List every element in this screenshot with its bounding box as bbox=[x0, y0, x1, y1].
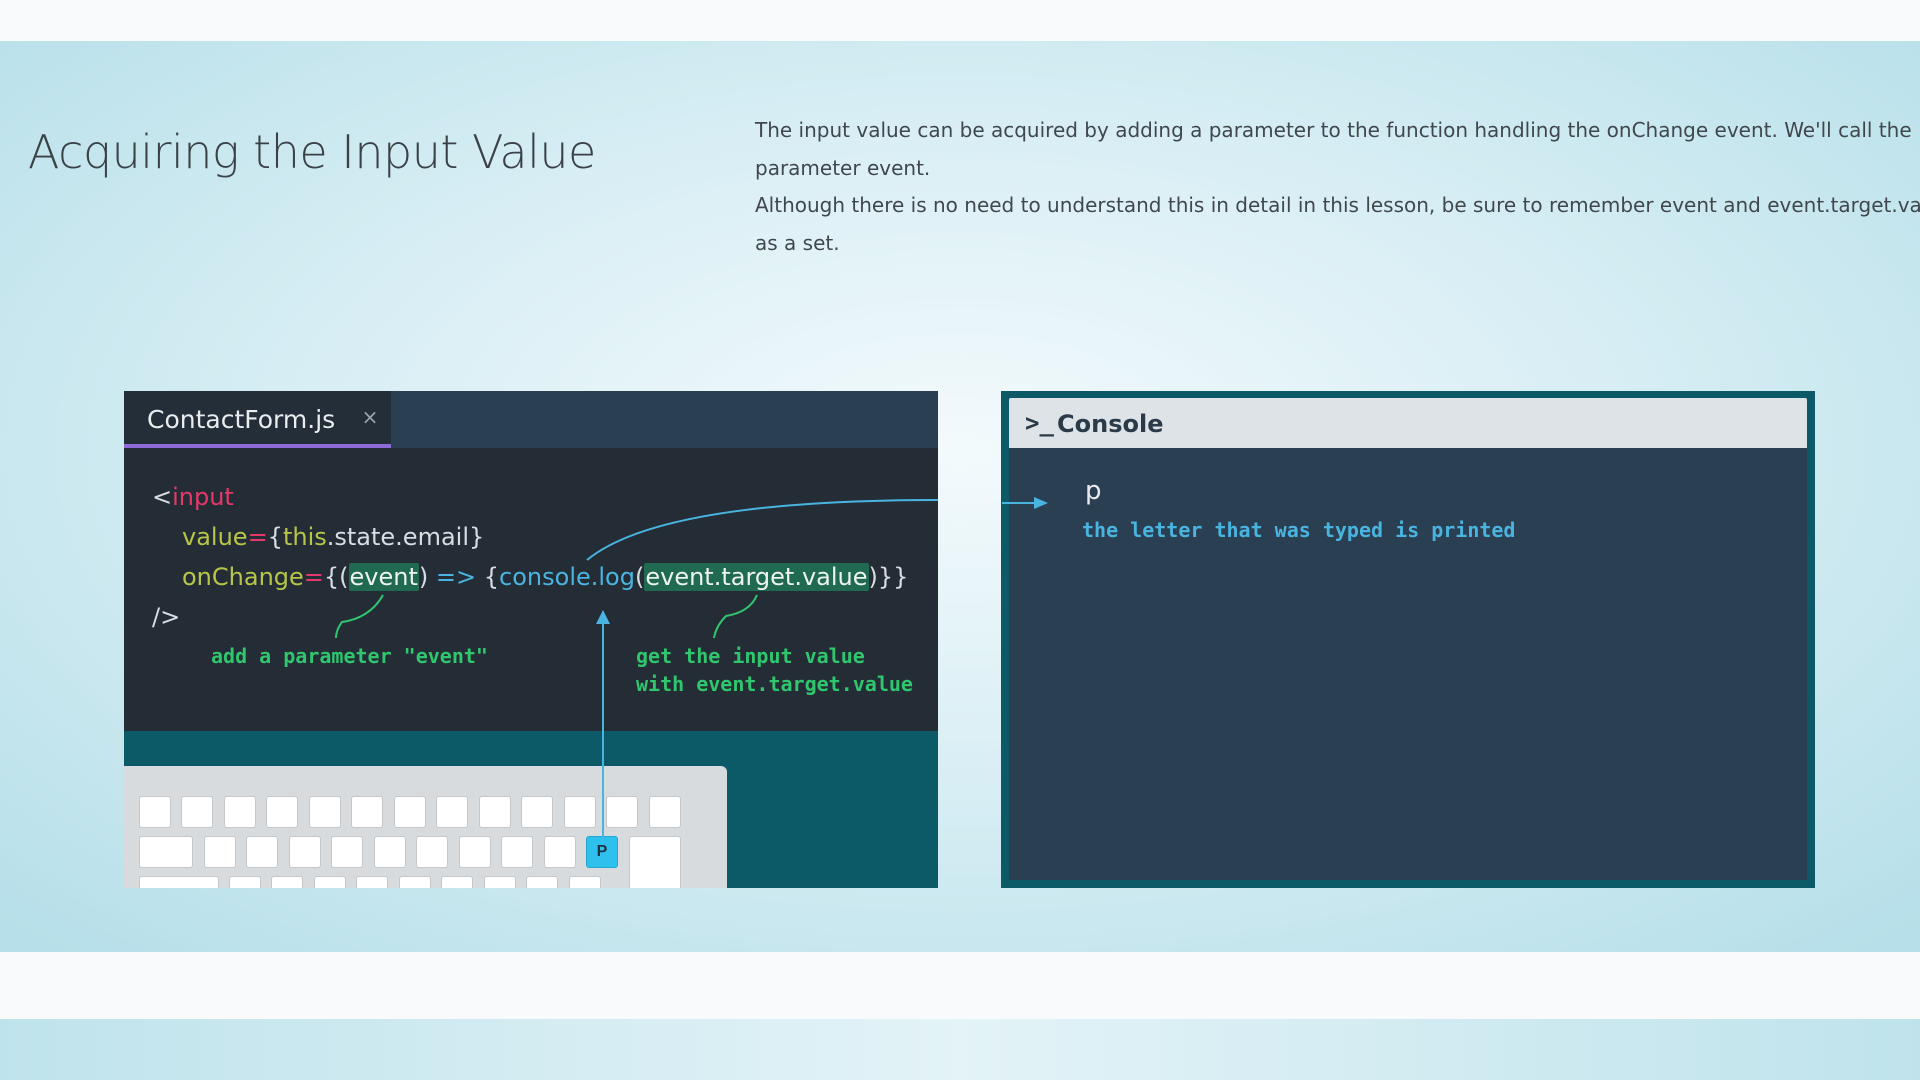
key bbox=[331, 836, 363, 868]
enter-key bbox=[629, 836, 681, 888]
key bbox=[521, 796, 553, 828]
code-token: < bbox=[152, 483, 173, 511]
key bbox=[229, 876, 261, 888]
key bbox=[266, 796, 298, 828]
page-title: Acquiring the Input Value bbox=[28, 125, 596, 179]
slide-description: The input value can be acquired by addin… bbox=[755, 112, 1920, 262]
note-letter-printed: the letter that was typed is printed bbox=[1082, 518, 1516, 542]
key bbox=[399, 876, 431, 888]
key bbox=[484, 876, 516, 888]
key bbox=[356, 876, 388, 888]
key bbox=[441, 876, 473, 888]
note-add-parameter: add a parameter "event" bbox=[211, 644, 488, 668]
bottom-margin bbox=[0, 952, 1920, 1019]
highlighted-event-param: event bbox=[348, 563, 419, 591]
code-line: /> bbox=[152, 603, 180, 631]
key bbox=[139, 876, 219, 888]
key bbox=[649, 796, 681, 828]
editor-tab-bar: ContactForm.js × bbox=[124, 391, 938, 448]
code-line: value={this.state.email} bbox=[182, 523, 484, 551]
code-token: = bbox=[247, 523, 268, 551]
key bbox=[479, 796, 511, 828]
tab-filename: ContactForm.js bbox=[147, 405, 336, 434]
key bbox=[204, 836, 236, 868]
description-line: parameter event. bbox=[755, 155, 931, 180]
key bbox=[394, 796, 426, 828]
code-line: <input bbox=[152, 483, 234, 511]
description-line: as a set. bbox=[755, 230, 840, 255]
code-token: input bbox=[172, 483, 234, 511]
key bbox=[139, 796, 171, 828]
code-token: = bbox=[303, 563, 324, 591]
note-get-value: get the input value with event.target.va… bbox=[636, 642, 913, 698]
key bbox=[501, 836, 533, 868]
key bbox=[606, 796, 638, 828]
key bbox=[436, 796, 468, 828]
top-margin bbox=[0, 0, 1920, 41]
key bbox=[314, 876, 346, 888]
code-token: { bbox=[483, 563, 500, 591]
description-line: The input value can be acquired by addin… bbox=[755, 118, 1912, 142]
code-token: .state.email bbox=[326, 523, 469, 551]
key bbox=[459, 836, 491, 868]
terminal-prompt-icon: >_ bbox=[1025, 409, 1054, 437]
next-slide-preview bbox=[0, 1019, 1920, 1080]
console-header: >_ Console bbox=[1009, 398, 1807, 448]
console-output: p bbox=[1085, 476, 1102, 506]
code-token: this bbox=[282, 523, 327, 551]
key bbox=[309, 796, 341, 828]
key bbox=[526, 876, 558, 888]
console-title: Console bbox=[1057, 410, 1164, 438]
key bbox=[271, 876, 303, 888]
console-body: p the letter that was typed is printed bbox=[1009, 448, 1807, 880]
code-token: onChange bbox=[182, 563, 304, 591]
description-line: Although there is no need to understand … bbox=[755, 193, 1920, 217]
key bbox=[289, 836, 321, 868]
note-line: get the input value bbox=[636, 644, 865, 668]
close-icon[interactable]: × bbox=[361, 405, 379, 429]
key bbox=[224, 796, 256, 828]
note-line: with event.target.value bbox=[636, 672, 913, 696]
code-token: => bbox=[435, 563, 477, 591]
code-area: <input value={this.state.email} onChange… bbox=[124, 448, 938, 731]
key bbox=[416, 836, 448, 868]
key bbox=[139, 836, 193, 868]
code-token: )}} bbox=[868, 563, 909, 591]
key-p-pressed: P bbox=[586, 836, 618, 868]
code-token: } bbox=[469, 523, 485, 551]
code-token: value bbox=[182, 523, 248, 551]
key bbox=[374, 836, 406, 868]
code-token: ) bbox=[418, 563, 429, 591]
code-token: /> bbox=[152, 603, 181, 631]
key bbox=[246, 836, 278, 868]
code-editor-panel: ContactForm.js × <input value={this.stat… bbox=[124, 391, 938, 888]
highlighted-target-value: event.target.value bbox=[644, 563, 869, 591]
code-token: { bbox=[267, 523, 283, 551]
key bbox=[564, 796, 596, 828]
console-panel: >_ Console p the letter that was typed i… bbox=[1001, 391, 1815, 888]
key bbox=[544, 836, 576, 868]
key bbox=[351, 796, 383, 828]
key bbox=[181, 796, 213, 828]
code-token: {( bbox=[323, 563, 349, 591]
tab-contactform[interactable]: ContactForm.js × bbox=[124, 391, 391, 448]
code-token: console.log bbox=[499, 563, 635, 591]
code-line: onChange={(event) => {console.log(event.… bbox=[182, 563, 908, 591]
keyboard-illustration: P bbox=[124, 766, 727, 888]
code-token: ( bbox=[634, 563, 645, 591]
key bbox=[569, 876, 601, 888]
